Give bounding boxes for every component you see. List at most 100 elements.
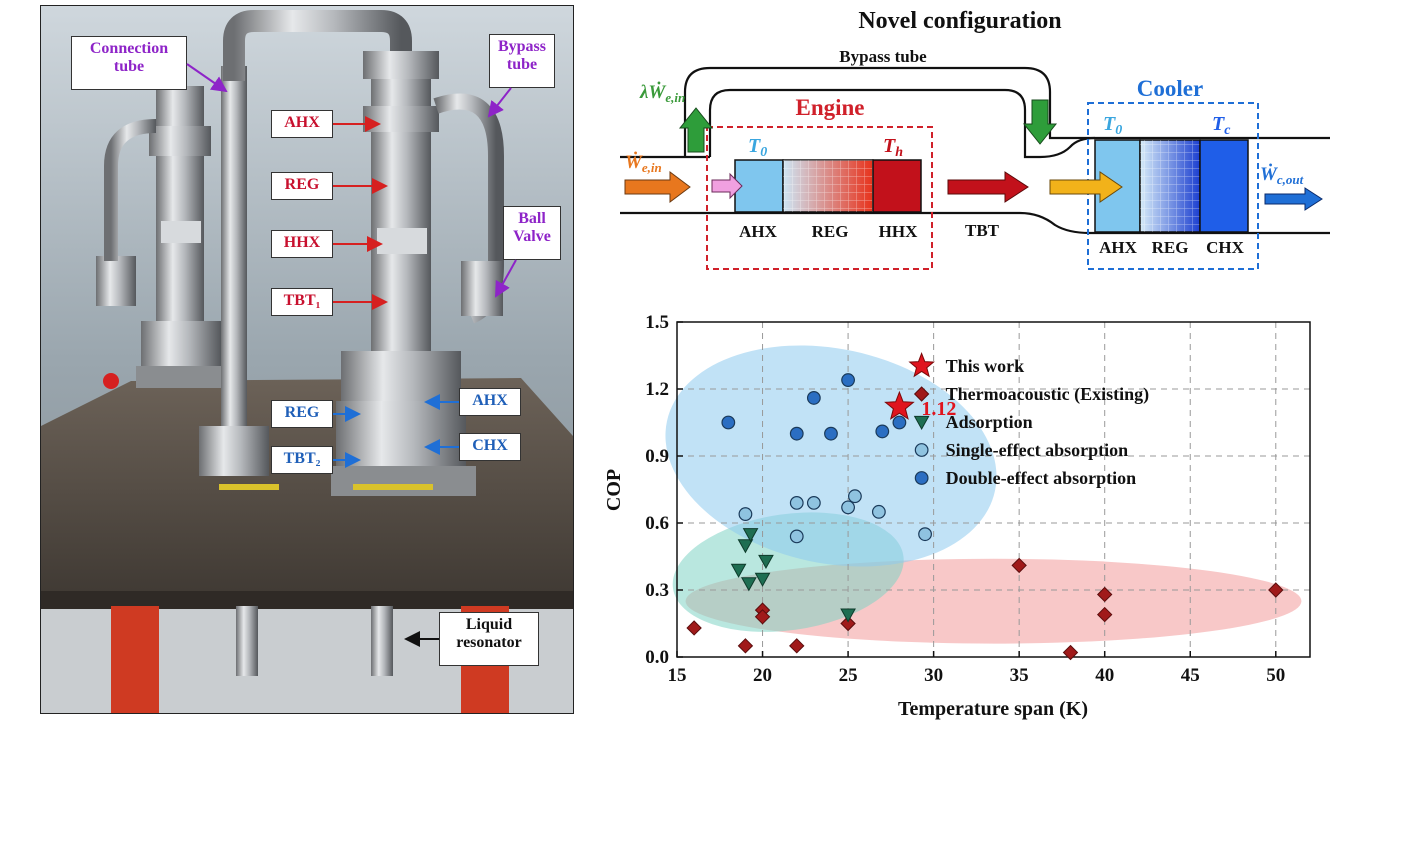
- legend-marker-single-effect-absorption: [914, 443, 929, 457]
- y-tick-label-1: 0.3: [645, 580, 669, 601]
- point-single-effect-absorption-3: [806, 495, 821, 510]
- connection-tube-label: Connection tube: [71, 36, 187, 90]
- ball-valve-label-line1: Ball: [518, 210, 546, 227]
- y-tick-label-2: 0.6: [645, 513, 669, 534]
- point-single-effect-absorption-6: [871, 504, 886, 519]
- engine-inlet-arrow: [711, 172, 743, 200]
- point-adsorption-6: [840, 608, 856, 623]
- point-single-effect-absorption-7: [918, 527, 932, 542]
- region-ellipses: [665, 345, 1302, 644]
- work-in-arrow: [624, 171, 691, 203]
- point-thermoacoustic-existing-4: [789, 638, 805, 654]
- work-out-arrow: [1264, 187, 1323, 211]
- y-axis-label: COP: [603, 469, 625, 511]
- liquid-resonator-label-line2: resonator: [456, 634, 522, 652]
- point-single-effect-absorption-1: [789, 529, 804, 544]
- x-tick-label-45: 45: [1181, 665, 1200, 686]
- point-thermoacoustic-existing-0: [686, 620, 702, 636]
- liquid-resonator-label: Liquid resonator: [439, 612, 539, 666]
- x-tick-label-40: 40: [1095, 665, 1114, 686]
- point-thermoacoustic-existing-8: [1096, 586, 1113, 603]
- point-thermoacoustic-existing-5: [840, 615, 856, 632]
- legend-marker-double-effect-absorption: [914, 471, 929, 485]
- point-adsorption-5: [754, 572, 771, 587]
- y-tick-label-4: 1.2: [645, 379, 669, 400]
- annotation-label: 1.12: [921, 398, 956, 420]
- hhx-label: HHX: [271, 230, 333, 258]
- data-points: [686, 373, 1284, 661]
- point-double-effect-absorption-5: [875, 424, 890, 439]
- point-thermoacoustic-existing-7: [1062, 644, 1079, 661]
- engine-box: [706, 126, 933, 270]
- connection-tube-label-line2: tube: [113, 58, 145, 76]
- legend-label-adsorption: Adsorption: [946, 412, 1033, 432]
- legend-marker-thermoacoustic-existing: [913, 386, 930, 402]
- point-double-effect-absorption-4: [841, 373, 855, 387]
- engine-th-label: Th: [883, 135, 903, 160]
- cooler-tc-label: Tc: [1212, 113, 1231, 138]
- engine-hhx-block: [872, 159, 922, 213]
- cooler-reg-text: REG: [1152, 238, 1189, 257]
- point-this-work-0: [884, 390, 915, 420]
- x-tick-label-15: 15: [668, 665, 687, 686]
- engine-t0-label: T0: [748, 135, 767, 160]
- connection-tube-label-line1: Connection: [89, 40, 169, 57]
- cooler-chx-text: CHX: [1206, 238, 1245, 257]
- x-tick-label-20: 20: [753, 665, 772, 686]
- work-in-label: Ẇe,in: [625, 151, 662, 175]
- point-single-effect-absorption-5: [848, 489, 862, 504]
- x-tick-label-25: 25: [839, 665, 858, 686]
- x-tick-label-30: 30: [924, 665, 943, 686]
- apparatus-photo: Connection tube Bypass tube Ball Valve L…: [40, 5, 574, 714]
- point-adsorption-1: [742, 528, 759, 543]
- engine-hhx-text: HHX: [879, 222, 918, 241]
- photo-leader-lines: [186, 63, 517, 647]
- work-out-label: Ẇc,out: [1260, 163, 1304, 187]
- tbt-text: TBT: [965, 221, 1000, 240]
- point-adsorption-0: [737, 539, 754, 554]
- liquid-resonator-label-line1: Liquid: [465, 616, 513, 633]
- point-single-effect-absorption-2: [789, 495, 804, 510]
- point-single-effect-absorption-4: [841, 500, 855, 515]
- lambda-work-arrow: [678, 107, 714, 153]
- legend-marker-adsorption: [913, 415, 930, 431]
- x-axis-label: Temperature span (K): [898, 698, 1088, 720]
- bypass-tube-text: Bypass tube: [839, 47, 927, 66]
- ahx-bottom-label: AHX: [459, 388, 521, 416]
- reg-bottom-label: REG: [271, 400, 333, 428]
- ball-valve-label-line2: Valve: [513, 228, 551, 246]
- chx-label: CHX: [459, 433, 521, 461]
- point-double-effect-absorption-6: [892, 415, 907, 430]
- y-tick-label-0: 0.0: [645, 647, 669, 668]
- lambda-work-label: λẆe,in: [639, 81, 685, 105]
- point-double-effect-absorption-2: [806, 391, 821, 405]
- cooler-inlet-arrow: [1049, 171, 1123, 203]
- bypass-tube-label: Bypass tube: [489, 34, 555, 88]
- engine-label: Engine: [795, 95, 864, 120]
- point-thermoacoustic-existing-3: [754, 609, 771, 625]
- legend-label-this-work: This work: [946, 356, 1025, 376]
- plot-frame: [676, 321, 1311, 658]
- point-double-effect-absorption-1: [789, 426, 804, 441]
- bypass-return-arrow: [1022, 99, 1058, 145]
- schematic-title: Novel configuration: [858, 8, 1061, 34]
- ball-valve-label: Ball Valve: [503, 206, 561, 260]
- novel-configuration-schematic: Novel configuration Bypass tube Engine C…: [620, 8, 1330, 270]
- x-tick-label-35: 35: [1010, 665, 1029, 686]
- y-tick-label-5: 1.5: [645, 312, 669, 333]
- point-adsorption-4: [741, 577, 757, 592]
- cooler-chx-block: [1199, 139, 1249, 233]
- cooler-t0-label: T0: [1103, 113, 1122, 138]
- legend-marker-this-work: [908, 352, 935, 378]
- engine-reg-text: REG: [812, 222, 849, 241]
- tbt-arrow: [947, 171, 1029, 203]
- x-tick-label-50: 50: [1266, 665, 1285, 686]
- point-double-effect-absorption-3: [824, 426, 838, 441]
- point-thermoacoustic-existing-6: [1011, 557, 1027, 574]
- point-thermoacoustic-existing-1: [737, 638, 754, 654]
- point-thermoacoustic-existing-9: [1096, 606, 1113, 623]
- bypass-tube-label-line1: Bypass: [497, 38, 547, 55]
